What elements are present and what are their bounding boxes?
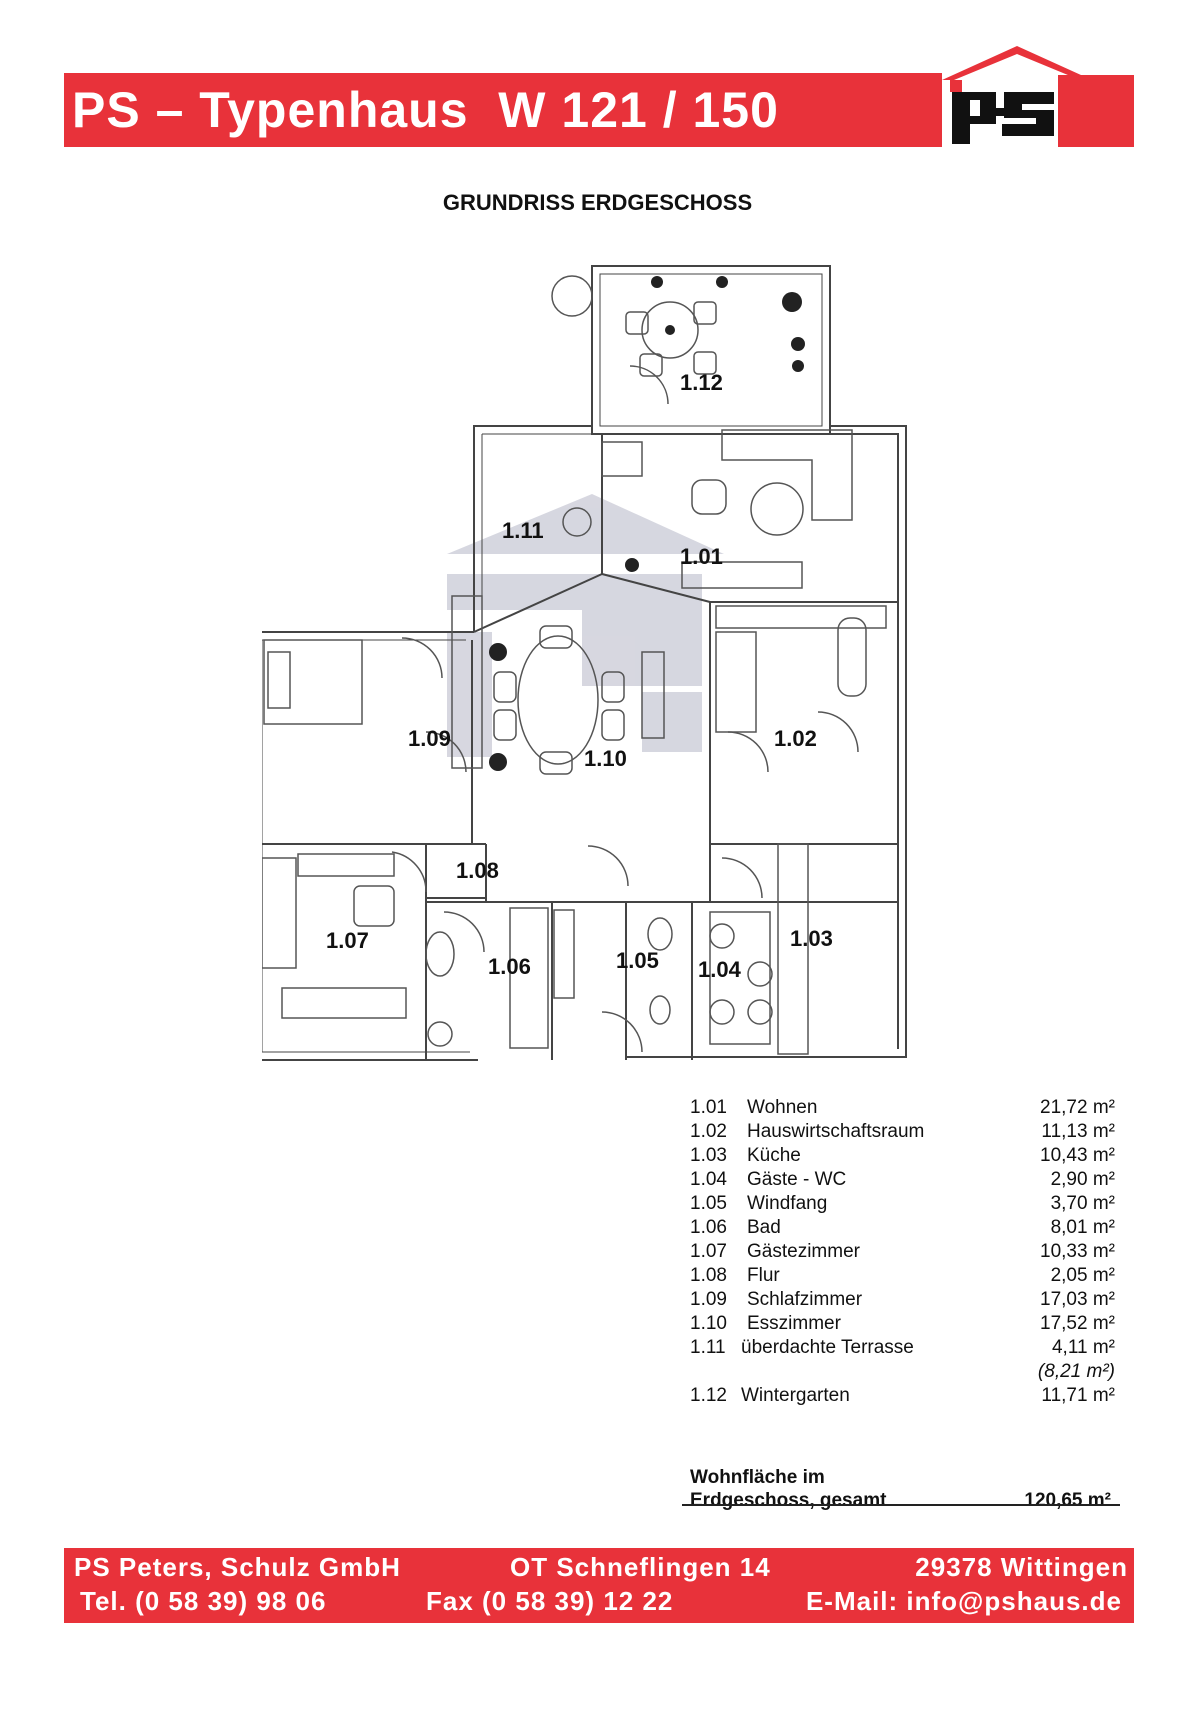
room-label-1-02: 1.02 bbox=[774, 726, 817, 751]
area-number: 1.02 bbox=[690, 1121, 727, 1142]
area-value: 17,52 m² bbox=[1040, 1313, 1115, 1334]
room-label-1-01: 1.01 bbox=[680, 544, 723, 569]
page-subtitle: GRUNDRISS ERDGESCHOSS bbox=[442, 190, 753, 215]
footer-phone: Tel. (0 58 39) 98 06 bbox=[80, 1586, 327, 1616]
header-accent-block bbox=[1058, 75, 1134, 147]
area-name: Gästezimmer bbox=[747, 1241, 860, 1262]
area-name: Küche bbox=[747, 1145, 801, 1166]
total-label-line-1: Wohnfläche im bbox=[690, 1467, 825, 1488]
area-row: 1.05 Windfang 3,70 m² bbox=[690, 1192, 1115, 1216]
plant-symbols bbox=[489, 276, 805, 771]
area-name: Flur bbox=[747, 1265, 780, 1286]
area-number: 1.04 bbox=[690, 1169, 727, 1190]
area-value: 8,01 m² bbox=[1050, 1217, 1115, 1238]
room-label-1-06: 1.06 bbox=[488, 954, 531, 979]
room-label-1-12: 1.12 bbox=[680, 370, 723, 395]
watermark-shape bbox=[447, 494, 724, 757]
area-table: 1.01 Wohnen 21,72 m² 1.02 Hauswirtschaftsra… bbox=[690, 1096, 1115, 1408]
area-value: 11,71 m² bbox=[1041, 1385, 1115, 1406]
area-value: 17,03 m² bbox=[1040, 1289, 1115, 1310]
area-number: 1.09 bbox=[690, 1289, 727, 1310]
area-name: Hauswirtschaftsraum bbox=[747, 1121, 925, 1142]
room-label-1-03: 1.03 bbox=[790, 926, 833, 951]
area-value: 10,43 m² bbox=[1040, 1145, 1115, 1166]
area-row: 1.04 Gäste - WC 2,90 m² bbox=[690, 1168, 1115, 1192]
header-title: PS – Typenhaus W 121 / 150 bbox=[72, 82, 779, 138]
area-row: 1.10 Esszimmer 17,52 m² bbox=[690, 1312, 1115, 1336]
total-underline bbox=[682, 1504, 1120, 1506]
furniture-symbols bbox=[262, 275, 887, 1055]
total-area: Wohnfläche im Erdgeschoss, gesamt 120,65… bbox=[690, 1466, 1115, 1511]
area-row: 1.07 Gästezimmer 10,33 m² bbox=[690, 1240, 1115, 1264]
area-value: 4,11 m² bbox=[1051, 1337, 1115, 1358]
area-row: 1.02 Hauswirtschaftsraum 11,13 m² bbox=[690, 1120, 1115, 1144]
area-name: Bad bbox=[747, 1217, 781, 1238]
area-note: (8,21 m²) bbox=[1037, 1361, 1115, 1382]
footer-company: PS Peters, Schulz GmbH bbox=[74, 1552, 401, 1582]
area-number: 1.01 bbox=[690, 1097, 727, 1118]
logo-roof-shape bbox=[942, 46, 1092, 80]
area-number: 1.12 bbox=[690, 1385, 727, 1406]
area-row: 1.12 Wintergarten 11,71 m² bbox=[690, 1384, 1115, 1408]
room-label-1-08: 1.08 bbox=[456, 858, 499, 883]
area-row: 1.09 Schlafzimmer 17,03 m² bbox=[690, 1288, 1115, 1312]
ps-logo bbox=[942, 46, 1092, 144]
room-label-1-04: 1.04 bbox=[698, 957, 742, 982]
area-name: Gäste - WC bbox=[747, 1169, 847, 1190]
total-label-line-2: Erdgeschoss, gesamt bbox=[690, 1490, 887, 1511]
footer-contact-bar: PS Peters, Schulz GmbH OT Schneflingen 1… bbox=[64, 1548, 1134, 1623]
room-label-1-10: 1.10 bbox=[584, 746, 627, 771]
floor-plan: 1.01 1.02 1.03 1.04 1.05 1.06 1.07 1.08 … bbox=[262, 265, 907, 1061]
area-value: 2,90 m² bbox=[1050, 1169, 1115, 1190]
area-value: 10,33 m² bbox=[1040, 1241, 1115, 1262]
area-value: 21,72 m² bbox=[1040, 1097, 1115, 1118]
area-row: 1.03 Küche 10,43 m² bbox=[690, 1144, 1115, 1168]
area-number: 1.07 bbox=[690, 1241, 727, 1262]
wall-lines bbox=[262, 265, 907, 1061]
area-number: 1.05 bbox=[690, 1193, 727, 1214]
total-value: 120,65 m² bbox=[1024, 1490, 1111, 1511]
area-row: 1.01 Wohnen 21,72 m² bbox=[690, 1096, 1115, 1120]
area-number: 1.03 bbox=[690, 1145, 727, 1166]
area-name: Esszimmer bbox=[747, 1313, 841, 1334]
room-label-1-09: 1.09 bbox=[408, 726, 451, 751]
header-title-bar: PS – Typenhaus W 121 / 150 bbox=[64, 73, 942, 147]
footer-city: 29378 Wittingen bbox=[915, 1552, 1128, 1582]
area-row: 1.11 überdachte Terrasse 4,11 m² bbox=[690, 1336, 1115, 1360]
area-name: Wohnen bbox=[747, 1097, 818, 1118]
area-number: 1.08 bbox=[690, 1265, 727, 1286]
room-label-1-05: 1.05 bbox=[616, 948, 659, 973]
area-value: 2,05 m² bbox=[1050, 1265, 1115, 1286]
area-row: 1.08 Flur 2,05 m² bbox=[690, 1264, 1115, 1288]
area-name: Windfang bbox=[747, 1193, 828, 1214]
room-label-1-07: 1.07 bbox=[326, 928, 369, 953]
area-name: Schlafzimmer bbox=[747, 1289, 863, 1310]
area-number: 1.06 bbox=[690, 1217, 727, 1238]
area-row: 1.06 Bad 8,01 m² bbox=[690, 1216, 1115, 1240]
area-value: 11,13 m² bbox=[1041, 1121, 1115, 1142]
footer-fax: Fax (0 58 39) 12 22 bbox=[426, 1586, 674, 1616]
footer-email[interactable]: E-Mail: info@pshaus.de bbox=[805, 1586, 1122, 1616]
area-number: 1.10 bbox=[690, 1313, 727, 1334]
footer-row-address: PS Peters, Schulz GmbH OT Schneflingen 1… bbox=[64, 1552, 1134, 1586]
area-number: 1.11 bbox=[690, 1337, 726, 1358]
area-name: Wintergarten bbox=[741, 1385, 850, 1406]
footer-street: OT Schneflingen 14 bbox=[510, 1552, 771, 1582]
room-label-1-11: 1.11 bbox=[502, 518, 544, 543]
area-value: 3,70 m² bbox=[1050, 1193, 1115, 1214]
footer-row-contact: Tel. (0 58 39) 98 06 Fax (0 58 39) 12 22… bbox=[64, 1586, 1134, 1620]
area-name: überdachte Terrasse bbox=[741, 1337, 914, 1358]
